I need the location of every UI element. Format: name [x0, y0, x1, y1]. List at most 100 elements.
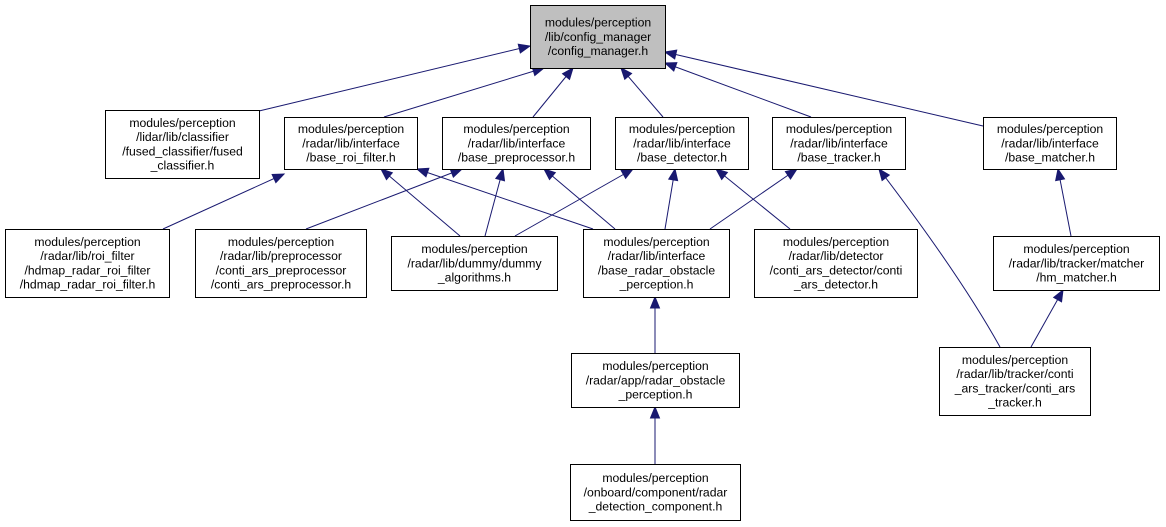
node-base_roi_filter[interactable]: modules/perception/radar/lib/interface/b…	[284, 117, 418, 170]
node-label-line: modules/perception	[129, 116, 235, 130]
node-hm_matcher[interactable]: modules/perception/radar/lib/tracker/mat…	[993, 236, 1160, 291]
node-label-line: /hdmap_radar_roi_filter	[24, 263, 150, 277]
node-label-line: /fused_classifier/fused	[122, 144, 243, 158]
edge-line	[380, 168, 461, 237]
node-label-line: _algorithms.h	[437, 271, 511, 285]
node-base_preprocessor[interactable]: modules/perception/radar/lib/interface/b…	[442, 117, 591, 170]
node-box[interactable]	[993, 236, 1160, 291]
node-box[interactable]	[983, 117, 1117, 170]
node-box[interactable]	[772, 117, 906, 170]
node-label-line: _perception.h	[619, 278, 694, 292]
edge-line	[484, 168, 504, 237]
edge-line	[162, 173, 285, 230]
node-box[interactable]	[754, 229, 918, 298]
node-box[interactable]	[530, 5, 666, 69]
arrowhead-icon	[663, 49, 678, 60]
node-label-line: modules/perception	[298, 122, 404, 136]
node-radar_obstacle_perception[interactable]: modules/perception/radar/app/radar_obsta…	[571, 353, 740, 408]
node-config_manager[interactable]: modules/perception/lib/config_manager/co…	[530, 5, 666, 69]
node-label-line: /lidar/lib/classifier	[136, 130, 229, 144]
node-label-line: _tracker.h	[987, 396, 1042, 410]
arrowhead-icon	[561, 66, 574, 81]
nodes-layer: modules/perception/lib/config_manager/co…	[5, 5, 1160, 521]
node-box[interactable]	[195, 229, 367, 298]
edge-line	[664, 51, 984, 127]
node-dummy_algorithms[interactable]: modules/perception/radar/lib/dummy/dummy…	[391, 236, 558, 291]
node-box[interactable]	[570, 464, 741, 521]
node-label-line: /radar/lib/interface	[1001, 136, 1099, 150]
node-label-line: /base_roi_filter.h	[306, 151, 395, 165]
arrowhead-icon	[663, 62, 678, 72]
node-box[interactable]	[5, 229, 170, 298]
arrowhead-icon	[449, 168, 464, 179]
node-conti_ars_detector[interactable]: modules/perception/radar/lib/detector/co…	[754, 229, 918, 298]
edge-radar_detection_component-to-radar_obstacle_perception	[649, 405, 661, 464]
node-base_matcher[interactable]: modules/perception/radar/lib/interface/b…	[983, 117, 1117, 170]
node-box[interactable]	[391, 236, 558, 291]
node-label-line: /radar/lib/tracker/conti	[956, 367, 1073, 381]
arrowhead-icon	[714, 168, 729, 181]
node-label-line: /base_detector.h	[637, 151, 727, 165]
node-label-line: modules/perception	[1023, 242, 1129, 256]
node-label-line: modules/perception	[602, 359, 708, 373]
node-box[interactable]	[284, 117, 418, 170]
edge-base_radar_obstacle_perception-to-base_roi_filter	[415, 167, 594, 230]
edge-line	[664, 62, 812, 118]
node-label-line: /conti_ars_detector/conti	[770, 263, 903, 277]
node-label-line: /lib/config_manager	[545, 30, 651, 44]
node-hdmap_radar_roi_filter[interactable]: modules/perception/radar/lib/roi_filter/…	[5, 229, 170, 298]
arrowhead-icon	[620, 168, 635, 180]
node-label-line: /onboard/component/radar	[584, 485, 728, 499]
node-base_tracker[interactable]: modules/perception/radar/lib/interface/b…	[772, 117, 906, 170]
edge-dummy_algorithms-to-base_detector	[514, 168, 635, 237]
node-label-line: _ars_tracker/conti_ars	[954, 381, 1076, 395]
node-label-line: /radar/lib/interface	[608, 249, 706, 263]
arrowhead-icon	[1055, 167, 1066, 182]
node-label-line: /radar/lib/dummy/dummy	[407, 256, 542, 270]
node-label-line: modules/perception	[962, 353, 1068, 367]
node-base_detector[interactable]: modules/perception/radar/lib/interface/b…	[615, 117, 749, 170]
edge-dummy_algorithms-to-base_preprocessor	[484, 167, 506, 237]
edge-base_detector-to-config_manager	[620, 66, 664, 118]
node-box[interactable]	[105, 110, 260, 179]
arrowhead-icon	[620, 66, 633, 81]
node-label-line: modules/perception	[545, 16, 651, 30]
edge-line	[709, 168, 798, 230]
node-radar_detection_component[interactable]: modules/perception/onboard/component/rad…	[570, 464, 741, 521]
edge-line	[514, 168, 634, 237]
node-base_radar_obstacle_perception[interactable]: modules/perception/radar/lib/interface/b…	[583, 229, 730, 298]
node-label-line: modules/perception	[228, 235, 334, 249]
edge-line	[258, 45, 531, 112]
edge-base_matcher-to-config_manager	[663, 49, 984, 127]
node-label-line: /base_tracker.h	[797, 151, 880, 165]
node-label-line: /conti_ars_preprocessor.h	[211, 278, 351, 292]
arrowhead-icon	[878, 167, 891, 182]
node-conti_ars_preprocessor[interactable]: modules/perception/radar/lib/preprocesso…	[195, 229, 367, 298]
edge-conti_ars_tracker-to-base_tracker	[878, 167, 1001, 348]
node-label-line: modules/perception	[34, 235, 140, 249]
edge-conti_ars_tracker-to-hm_matcher	[1030, 288, 1064, 348]
node-box[interactable]	[442, 117, 591, 170]
node-label-line: /base_preprocessor.h	[458, 151, 575, 165]
node-label-line: /base_matcher.h	[1005, 151, 1095, 165]
node-label-line: /radar/lib/interface	[302, 136, 400, 150]
node-label-line: /hm_matcher.h	[1036, 271, 1117, 285]
edge-fused_classifier-to-config_manager	[258, 43, 532, 112]
node-label-line: /hdmap_radar_roi_filter.h	[20, 278, 156, 292]
node-box[interactable]	[615, 117, 749, 170]
node-box[interactable]	[939, 347, 1091, 416]
node-label-line: _ars_detector.h	[793, 278, 878, 292]
arrowhead-icon	[649, 295, 661, 309]
arrowhead-icon	[517, 43, 532, 54]
edge-line	[305, 168, 463, 230]
node-box[interactable]	[583, 229, 730, 298]
node-box[interactable]	[571, 353, 740, 408]
node-label-line: _detection_component.h	[588, 500, 723, 514]
edge-line	[878, 168, 1001, 348]
node-conti_ars_tracker[interactable]: modules/perception/radar/lib/tracker/con…	[939, 347, 1091, 416]
edge-radar_obstacle_perception-to-base_radar_obstacle_perception	[649, 295, 661, 353]
node-label-line: /radar/lib/interface	[633, 136, 731, 150]
arrowhead-icon	[649, 405, 661, 419]
node-fused_classifier[interactable]: modules/perception/lidar/lib/classifier/…	[105, 110, 260, 179]
